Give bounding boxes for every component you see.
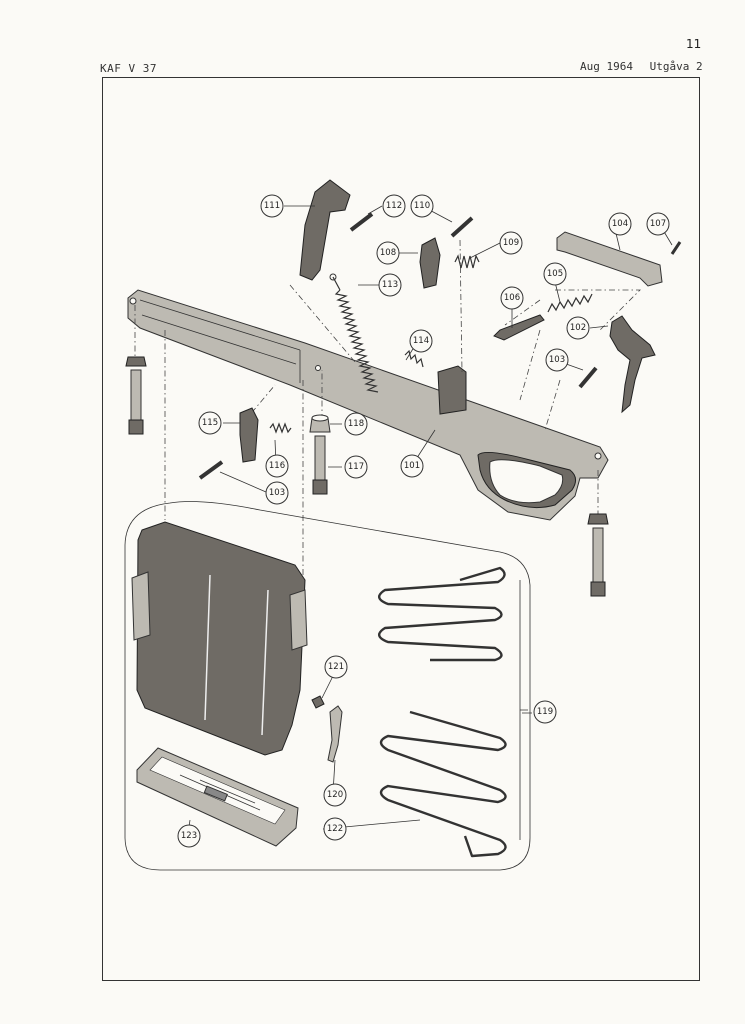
callout-110: 110 [410,194,434,218]
callout-104: 104 [608,212,632,236]
callout-114: 114 [409,329,433,353]
callout-105: 105 [543,262,567,286]
rear-guard-screw [587,513,609,597]
callout-107: 107 [646,212,670,236]
svg-text:103: 103 [549,355,565,365]
svg-text:101: 101 [404,461,420,471]
svg-text:112: 112 [386,201,402,211]
callout-118: 118 [344,412,368,436]
part-113-spring [332,276,379,393]
callout-117: 117 [344,455,368,479]
part-114-spring [404,349,424,368]
callout-119: 119 [533,700,557,724]
document-edition: Utgåva 2 [649,60,703,73]
svg-text:116: 116 [269,461,285,471]
magazine-body [131,521,308,756]
svg-text:105: 105 [547,269,563,279]
diagram-frame [102,77,700,981]
callout-122: 122 [323,817,347,841]
callout-123: 123 [177,824,201,848]
callout-112: 112 [382,194,406,218]
part-104-bolt-stop [556,231,663,287]
callout-111: 111 [260,194,284,218]
part-116-spring [269,422,292,434]
part-106-plunger [493,314,545,341]
part-107-pin [670,241,682,255]
svg-text:121: 121 [328,662,344,672]
svg-text:102: 102 [570,323,586,333]
callout-120: 120 [323,783,347,807]
part-111-sear [299,179,351,281]
svg-text:113: 113 [382,280,398,290]
svg-text:107: 107 [650,219,666,229]
svg-text:103: 103 [269,488,285,498]
svg-text:115: 115 [202,418,218,428]
svg-text:119: 119 [537,707,553,717]
svg-text:104: 104 [612,219,628,229]
magazine-group-outline [124,501,531,871]
callout-108: 108 [376,241,400,265]
callout-106: 106 [500,286,524,310]
callout-115: 115 [198,411,222,435]
part-102-trigger [609,315,656,414]
document-date: Aug 1964 [580,60,633,73]
svg-text:108: 108 [380,248,396,258]
document-code: KAF V 37 [100,62,157,75]
part-122-magazine-spring-lower [379,710,507,858]
part-103-pin-lower [198,460,224,480]
svg-text:109: 109 [503,238,519,248]
front-screw [125,356,147,435]
callout-113: 113 [378,273,402,297]
part-123-floor-plate [136,747,299,847]
part-119-magazine-spring-upper [378,566,506,662]
part-117-118-screw [309,414,331,495]
part-108-plunger [419,237,441,289]
part-120-latch [327,705,343,763]
part-103-pin-upper [578,366,598,389]
callout-103-lower: 103 [265,481,289,505]
svg-text:118: 118 [348,419,364,429]
svg-text:120: 120 [327,790,343,800]
part-109-spring [454,254,480,269]
svg-text:122: 122 [327,824,343,834]
svg-text:110: 110 [414,201,430,211]
callout-121: 121 [324,655,348,679]
callout-101: 101 [400,454,424,478]
callout-102: 102 [566,316,590,340]
part-110-pin [450,216,474,238]
part-112-pin [349,212,374,232]
svg-text:123: 123 [181,831,197,841]
callout-103-upper: 103 [545,348,569,372]
svg-text:114: 114 [413,336,429,346]
part-121-screw [311,695,325,709]
callout-109: 109 [499,231,523,255]
page-number: 11 [686,37,702,51]
callout-116: 116 [265,454,289,478]
svg-text:117: 117 [348,462,364,472]
part-105-spring [547,293,593,313]
header-right: Aug 1964 Utgåva 2 [580,60,713,73]
svg-text:106: 106 [504,293,520,303]
svg-text:111: 111 [264,201,280,211]
part-115-ejector [239,407,259,463]
trigger-guard-frame [127,289,609,521]
